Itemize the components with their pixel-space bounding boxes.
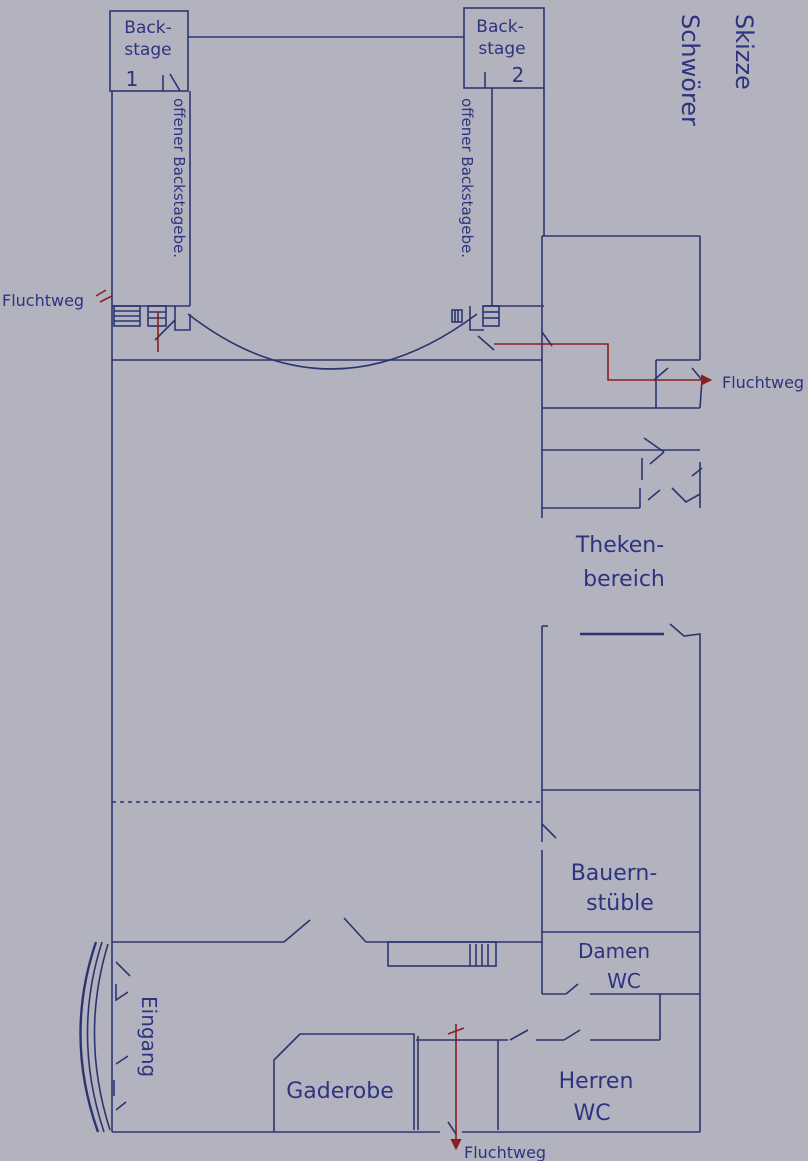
damen-label-line2: WC (607, 969, 641, 993)
stairs-right (451, 305, 500, 351)
corridor-label-left: offener Backstagebe. (170, 98, 188, 258)
backstage-2-label-line1: Back- (476, 17, 523, 37)
backstage-2-number: 2 (512, 63, 525, 87)
theken-label-line1: Theken- (575, 533, 664, 558)
backstage-1-label-line2: stage (124, 40, 171, 60)
title-line1: Skizze (730, 14, 758, 90)
eingang-label: Eingang (137, 996, 161, 1077)
exit-label-right: Fluchtweg (722, 373, 804, 392)
right-wing-walls (541, 235, 703, 934)
bauern-label-line2: stüble (586, 891, 654, 916)
exit-label-bottom: Fluchtweg (464, 1143, 546, 1161)
corridor-label-right: offener Backstagebe. (458, 98, 476, 258)
bauern-label-line1: Bauern- (571, 861, 658, 886)
backstage-2-label-line2: stage (478, 39, 525, 59)
backstage-1-number: 1 (126, 67, 139, 91)
herren-label-line2: WC (573, 1101, 610, 1126)
herren-label-line1: Herren (559, 1069, 634, 1094)
exit-label-left: Fluchtweg (2, 291, 84, 310)
gaderobe-label: Gaderobe (286, 1079, 394, 1104)
title-line2: Schwörer (676, 14, 704, 126)
damen-label-line1: Damen (578, 939, 650, 963)
lower-walls (112, 917, 701, 1135)
stage-front-curve (187, 313, 478, 370)
backstage-1-label-line1: Back- (124, 18, 171, 38)
stairs-left (113, 305, 191, 341)
escape-routes (95, 289, 713, 1151)
entrance-wall (79, 941, 131, 1133)
theken-label-line2: bereich (583, 567, 665, 592)
backstage-1-room (109, 10, 189, 92)
backstage-2-room (463, 7, 545, 89)
